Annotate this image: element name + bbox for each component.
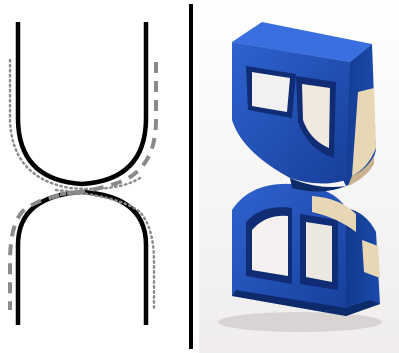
dashed-trace-upper — [60, 62, 156, 194]
dotted-trace-upper — [10, 60, 140, 189]
model-shadow — [218, 312, 382, 332]
profile-diagram — [10, 22, 156, 325]
upper-u-curve — [18, 22, 146, 184]
dotted-trace-lower — [56, 190, 154, 310]
foam-model-photo — [199, 0, 399, 353]
lower-u-curve — [18, 192, 146, 325]
